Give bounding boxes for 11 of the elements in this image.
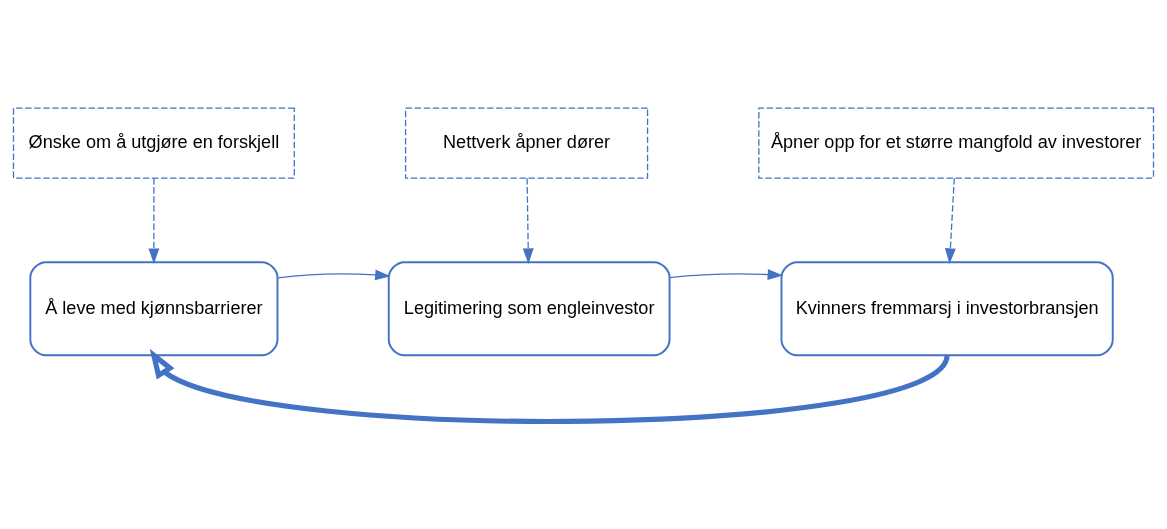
node-box: Å leve med kjønnsbarrierer (29, 260, 279, 356)
node-box: Ønske om å utgjøre en forskjell (12, 107, 295, 179)
arrow (148, 177, 160, 264)
node-box: Åpner opp for et større mangfold av investorer (758, 107, 1155, 179)
arrow (668, 268, 784, 280)
arrow (944, 177, 956, 264)
node-box: Nettverk åpner dører (404, 107, 649, 179)
node-box: Kvinners fremmarsj i investorbransjen (780, 260, 1114, 356)
node-box: Legitimering som engleinvestor (387, 260, 671, 356)
arrow (522, 177, 534, 264)
arrow (277, 269, 391, 280)
